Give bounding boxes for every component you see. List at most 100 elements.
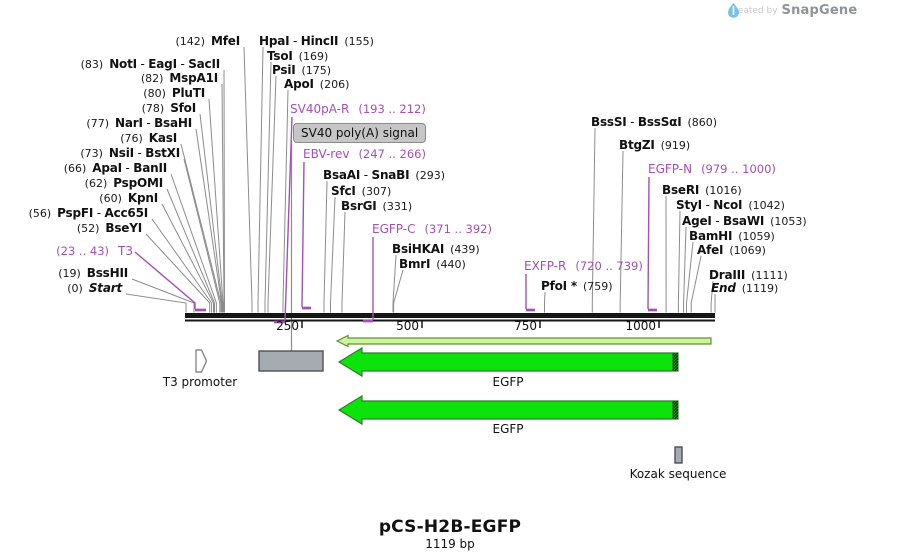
site-label-noti-eagi-sacii[interactable]: (83)NotI - EagI - SacII	[81, 58, 221, 72]
site-position: (439)	[450, 243, 480, 256]
sequence-bar-secondary	[185, 319, 715, 322]
site-name: HpaI - HincII	[259, 34, 339, 48]
sv40-polya-signal-box[interactable]	[258, 350, 324, 372]
site-position: (759)	[582, 280, 613, 293]
site-position: (440)	[436, 258, 466, 271]
site-connector-line	[166, 188, 215, 313]
site-connector-line	[683, 226, 687, 313]
site-label-agei-bsawi[interactable]: AgeI - BsaWI(1053)	[682, 215, 807, 229]
site-position: (155)	[344, 35, 374, 48]
site-position: (73)	[80, 147, 103, 160]
site-label-bseri[interactable]: BseRI(1016)	[662, 183, 742, 198]
site-label-sfoi[interactable]: (78)SfoI	[142, 101, 197, 116]
ruler-tick	[658, 319, 660, 328]
primer-name: EXFP-R	[524, 259, 567, 273]
site-label-bsshii[interactable]: (19)BssHII	[58, 267, 128, 281]
site-position: (56)	[28, 207, 52, 220]
site-name: DraIII	[709, 268, 746, 282]
site-label-mfei[interactable]: (142)MfeI	[175, 34, 240, 49]
site-connector-line	[591, 127, 596, 313]
site-label-start[interactable]: (0)Start	[67, 282, 122, 296]
site-label-pspfi-acc65i[interactable]: (56)PspFI - Acc65I	[28, 207, 149, 221]
site-name: BsiHKAI	[392, 242, 445, 256]
site-connector-line	[323, 180, 328, 313]
kozak-sequence-label: Kozak sequence	[629, 467, 727, 481]
site-label-sfci[interactable]: SfcI(307)	[331, 184, 391, 199]
site-label-apoi[interactable]: ApoI(206)	[284, 78, 349, 92]
sv40-polya-chip[interactable]: SV40 poly(A) signal	[293, 123, 427, 143]
site-name: End	[711, 281, 736, 295]
site-name: SfoI	[170, 101, 196, 115]
site-label-bseyi[interactable]: (52)BseYI	[77, 222, 142, 236]
site-name: BseRI	[662, 183, 700, 197]
site-label-kpni[interactable]: (60)KpnI	[99, 192, 158, 206]
primer-label-ebv-rev[interactable]: EBV-rev(247 .. 266)	[303, 148, 426, 161]
site-label-styi-ncoi[interactable]: StyI - NcoI(1042)	[676, 198, 785, 213]
site-name: BmrI	[399, 257, 431, 271]
site-name: BamHI	[689, 229, 733, 243]
primer-name: T3	[118, 244, 133, 258]
site-label-pluti[interactable]: (80)PluTI	[143, 86, 205, 101]
primer-label-exfp-r[interactable]: EXFP-R(720 .. 739)	[524, 260, 643, 273]
egfp-cds-arrow-1[interactable]	[337, 346, 679, 378]
site-connector-line	[199, 113, 223, 313]
site-connector-line	[131, 278, 195, 313]
kozak-sequence-box[interactable]	[674, 446, 683, 464]
site-label-bsssi-bsss-i[interactable]: BssSI - BssSαI(860)	[591, 116, 717, 130]
site-connector-line	[195, 128, 223, 313]
site-name: SfcI	[331, 184, 356, 198]
site-connector-line	[257, 46, 264, 313]
egfp-feature-arrow-thin[interactable]	[335, 334, 712, 348]
egfp-arrow-1-truncation-hatch	[672, 353, 678, 371]
site-connector-line	[619, 150, 624, 313]
site-position: (76)	[120, 132, 143, 145]
site-label-psii[interactable]: PsiI(175)	[272, 63, 331, 78]
primer-label-sv40pa-r[interactable]: SV40pA-R(193 .. 212)	[290, 103, 426, 116]
primer-connector-line	[301, 161, 305, 308]
site-connector-line	[677, 210, 681, 313]
site-name: TsoI	[267, 49, 293, 63]
site-label-btgzi[interactable]: BtgZI(919)	[619, 139, 690, 153]
primer-label-t3[interactable]: (23 .. 43)T3	[56, 245, 133, 258]
site-label-draiii[interactable]: DraIII (1111)	[709, 268, 788, 283]
site-name: PluTI	[171, 86, 205, 100]
site-name: MspA1I	[169, 71, 218, 85]
site-position: (62)	[84, 177, 108, 190]
site-position: (82)	[140, 72, 164, 85]
primer-label-egfp-c[interactable]: EGFP-C(371 .. 392)	[372, 223, 492, 236]
site-position: (77)	[86, 117, 109, 130]
site-label-end[interactable]: End(1119)	[711, 281, 778, 296]
site-label-bsaai-snabi[interactable]: BsaAI - SnaBI(293)	[323, 169, 445, 183]
site-label-bmri[interactable]: BmrI (440)	[399, 257, 466, 272]
site-label-apai-banii[interactable]: (66)ApaI - BanII	[64, 162, 168, 176]
egfp-label-1: EGFP	[492, 375, 524, 389]
site-label-nsii-bstxi[interactable]: (73)NsiI - BstXI	[80, 147, 180, 161]
site-label-afei[interactable]: AfeI(1069)	[697, 244, 766, 258]
primer-range: (193 .. 212)	[358, 102, 426, 116]
site-connector-line	[151, 218, 213, 313]
site-label-pspomi[interactable]: (62)PspOMI	[84, 177, 164, 191]
t3-promoter-arrow[interactable]	[195, 349, 208, 373]
site-name: PsiI	[272, 63, 296, 77]
site-position: (1111)	[751, 269, 788, 282]
ruler-tick-label: 250	[276, 319, 299, 333]
site-label-hpai-hincii[interactable]: HpaI - HincII (155)	[259, 34, 374, 49]
site-connector-line	[183, 158, 221, 313]
site-connector-line	[170, 173, 217, 313]
primer-label-egfp-n[interactable]: EGFP-N(979 .. 1000)	[648, 163, 776, 176]
primer-name: EBV-rev	[303, 147, 350, 161]
site-label-tsoi[interactable]: TsoI(169)	[267, 49, 328, 64]
site-label-bamhi[interactable]: BamHI(1059)	[689, 229, 775, 244]
site-label-pfoi[interactable]: PfoI *(759)	[541, 280, 613, 294]
t3-promoter-label: T3 promoter	[162, 375, 238, 389]
site-label-bsrgi[interactable]: BsrGI(331)	[341, 200, 412, 214]
site-label-bsihkai[interactable]: BsiHKAI (439)	[392, 242, 480, 257]
site-connector-line	[145, 233, 211, 313]
site-name: StyI - NcoI	[676, 198, 743, 212]
site-label-nari-bsahi[interactable]: (77)NarI - BsaHI	[86, 117, 192, 131]
egfp-label-2: EGFP	[492, 422, 524, 436]
egfp-cds-arrow-2[interactable]	[337, 394, 679, 426]
site-name: MfeI	[211, 34, 240, 48]
site-label-mspa1i[interactable]: (82) MspA1I	[140, 71, 218, 86]
site-label-kasi[interactable]: (76)KasI	[120, 132, 177, 146]
